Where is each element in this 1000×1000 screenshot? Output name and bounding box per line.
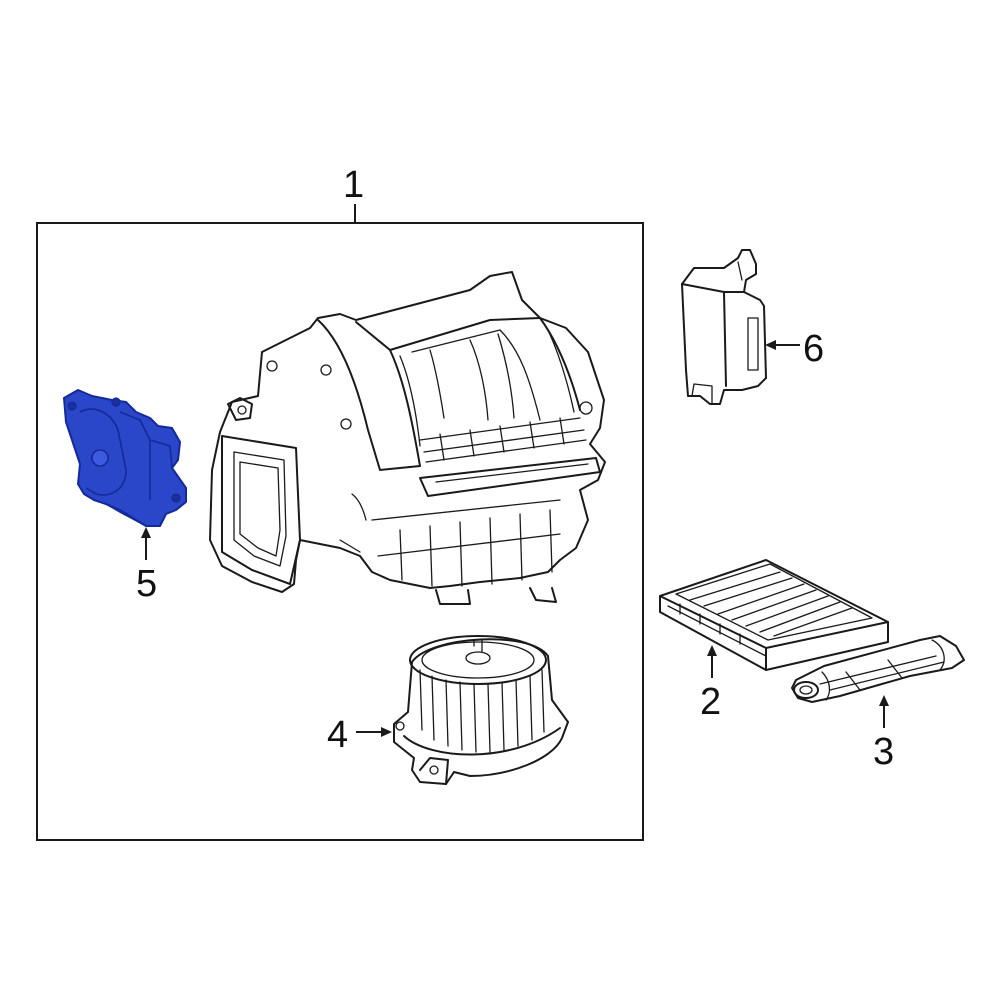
cabin-air-filter[interactable]: [659, 559, 889, 671]
assembly-frame: [36, 222, 644, 841]
callout-2[interactable]: 2: [700, 681, 722, 723]
leader-arrow-3: [879, 695, 889, 706]
callout-5[interactable]: 5: [136, 563, 158, 605]
blower-motor[interactable]: [393, 635, 569, 785]
leader-arrow-2: [707, 645, 717, 656]
actuator[interactable]: [63, 389, 187, 527]
callout-6[interactable]: 6: [803, 328, 825, 370]
leader-arrow-6: [765, 340, 776, 350]
actuator-body: [63, 389, 187, 527]
callout-4[interactable]: 4: [327, 714, 349, 756]
callout-1[interactable]: 1: [343, 164, 365, 206]
hvac-housing[interactable]: [209, 271, 606, 605]
leader-arrow-5: [141, 527, 151, 538]
filter-cover[interactable]: [791, 635, 965, 703]
control-module[interactable]: [681, 249, 767, 405]
leader-arrow-4: [381, 727, 392, 737]
callout-3[interactable]: 3: [873, 731, 895, 773]
